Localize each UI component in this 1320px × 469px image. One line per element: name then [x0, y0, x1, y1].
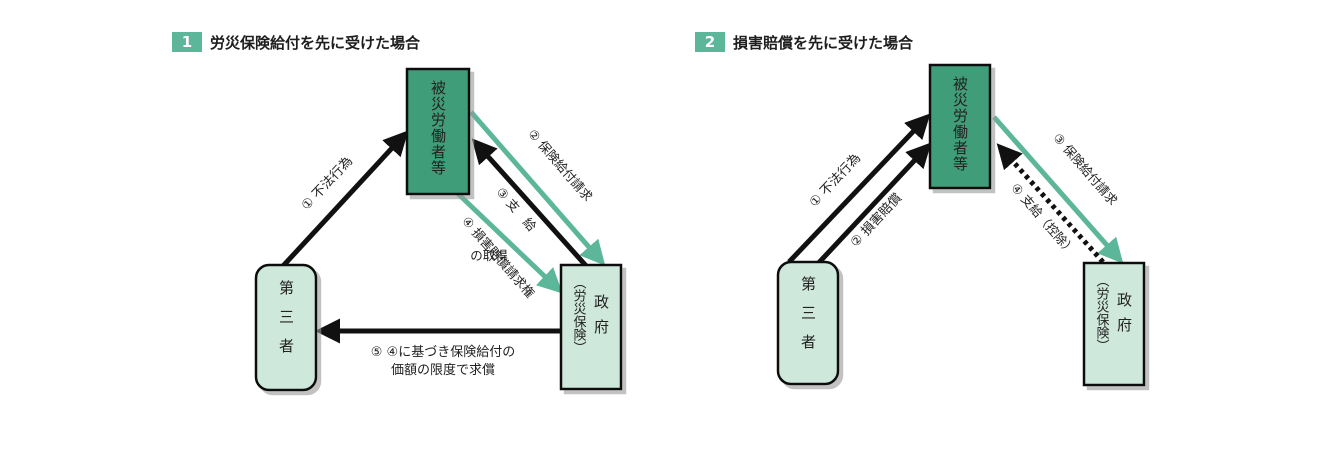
- diagram2-arrow-payment-deduction: [996, 143, 1105, 264]
- diagram2-victim-box: [928, 63, 992, 190]
- diagram2-government-sublabel: （労災保険）: [1094, 274, 1110, 352]
- diagram2-label-claim: ③ 保険給付請求: [1050, 130, 1121, 208]
- diagram1-title: 労災保険給付を先に受けた場合: [210, 33, 421, 52]
- diagram1-heading: 1 労災保険給付を先に受けた場合: [172, 31, 420, 53]
- diagram1-arrow-claim: [469, 110, 606, 266]
- diagram2-arrow-illegal-act: [787, 113, 931, 264]
- diagram2-title: 損害賠償を先に受けた場合: [733, 33, 914, 52]
- diagram2-government-label: 政府: [1115, 292, 1133, 342]
- diagram2-heading: 2 損害賠償を先に受けた場合: [695, 31, 913, 53]
- diagram2-third-party-label: 第三者: [799, 275, 817, 363]
- diagram1-arrow-illegal-act: [281, 130, 409, 268]
- diagram1-victim-box: [405, 67, 471, 196]
- diagram1: 被災労働者等 第三者 政府 （労災保険） ① 不法行為 ② 保険給付請求 ③ 支…: [254, 67, 623, 392]
- diagram1-government-sublabel: （労災保険）: [571, 276, 587, 354]
- diagram1-label-recourse-1: ⑤ ④に基づき保険給付の: [371, 345, 515, 360]
- diagram1-third-party-box: [254, 263, 318, 392]
- diagram1-arrow-acquisition: [450, 186, 563, 294]
- diagram2-arrow-claim: [992, 115, 1124, 264]
- diagram2-number-badge: 2: [695, 32, 725, 52]
- diagram1-label-acquisition-2: の取得: [470, 248, 508, 263]
- diagram2-label-payment-deduction: ④ 支給（控除）: [1008, 180, 1078, 258]
- diagram1-label-claim: ② 保険給付請求: [525, 126, 596, 204]
- diagram1-number-badge: 1: [172, 32, 202, 52]
- diagram1-victim-label: 被災労働者等: [429, 80, 447, 176]
- diagram2-victim-label: 被災労働者等: [951, 76, 969, 172]
- diagram1-third-party-label: 第三者: [277, 279, 295, 367]
- diagram1-label-illegal-act: ① 不法行為: [298, 153, 356, 213]
- diagram1-government-box: [559, 263, 623, 391]
- diagram1-arrow-payment: [471, 138, 590, 270]
- diagram2-third-party-box: [776, 260, 840, 386]
- diagram2: 被災労働者等 第三者 政府 （労災保険） ① 不法行為 ② 損害賠償 ③ 保険給…: [776, 63, 1146, 387]
- diagram2-government-box: [1082, 261, 1146, 387]
- diagram2-label-illegal-act: ① 不法行為: [806, 150, 864, 210]
- diagram2-arrow-compensation: [810, 142, 932, 272]
- diagram1-label-recourse-2: 価額の限度で求償: [391, 362, 495, 378]
- diagram1-government-label: 政府: [592, 294, 610, 344]
